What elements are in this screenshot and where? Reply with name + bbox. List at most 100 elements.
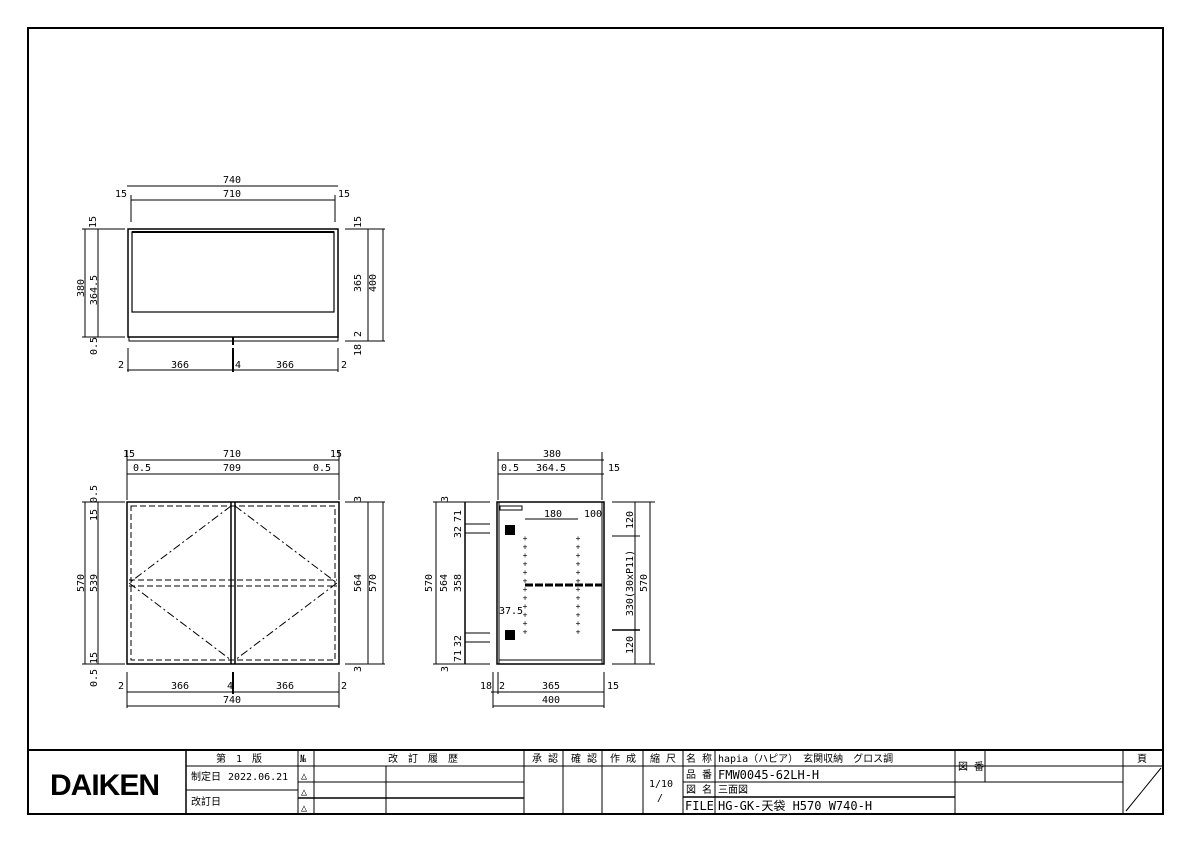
part-label: 品 番 [686,769,712,781]
side-view-dimension: 180 [544,509,562,520]
side-view-dimension: 32 [453,526,464,538]
file-name: HG-GK-天袋 H570 W740-H [718,799,872,813]
product-name: hapia（ハピア） 玄関収納 グロス調 [718,752,893,765]
shelf-pin-hole-icon: + [523,568,528,577]
shelf-pin-hole-icon: + [576,568,581,577]
side-view-dimension: 37.5 [499,606,523,617]
rev-mark-icon: △ [301,787,307,798]
front-view-dimension: 15 [123,449,135,460]
front-view-dimension: 3 [353,666,364,672]
shelf-pin-holes: ++++++++++++++++++++++++ [523,534,581,637]
top-view-dimension: 365 [353,274,364,292]
front-view-dimension: 366 [171,681,189,692]
side-view-dimension: 330(30xP11) [625,550,636,616]
drawing-no-label: 図 番 [958,761,984,773]
top-view-dimension: 364.5 [89,275,100,305]
side-view-dimension: 0.5 [501,463,519,474]
side-view-dimension: 3 [440,496,451,502]
side-view-dimension: 15 [607,681,619,692]
revision-history-header: 改 訂 履 歴 [388,752,458,765]
top-view-dimension: 2 [353,331,364,337]
side-view-dimension: 18 [480,681,492,692]
side-view-dimension: 100 [584,509,602,520]
side-view-dimension: 3 [440,666,451,672]
shelf-pin-hole-icon: + [523,560,528,569]
page-label: 頁 [1137,753,1147,765]
front-view-dimension: 709 [223,463,241,474]
approved-header: 承 認 [532,752,558,765]
top-view-dimension: 18 [353,344,364,356]
shelf-pin-hole-icon: + [523,543,528,552]
front-view-dimension: 539 [89,574,100,592]
front-view [82,450,385,708]
checked-header: 確 認 [571,752,597,765]
title-block [28,749,1163,814]
front-view-dimension: 2 [341,681,347,692]
created-header: 作 成 [610,753,636,765]
shelf-pin-hole-icon: + [576,577,581,586]
shelf-pin-hole-icon: + [576,560,581,569]
established-date: 2022.06.21 [228,772,288,783]
top-view-dimension: 380 [76,279,87,297]
shelf-pin-hole-icon: + [576,628,581,637]
revised-label: 改訂日 [191,795,221,808]
shelf-pin-hole-icon: + [576,551,581,560]
top-view-dimension: 15 [115,189,127,200]
shelf-pin-hole-icon: + [576,534,581,543]
side-view [433,452,655,708]
hinge-icons [505,525,515,640]
shelf-pin-hole-icon: + [576,611,581,620]
side-view-dimension: 564 [439,574,450,592]
side-view-dimension: 120 [625,636,636,654]
side-view-dimension: 570 [424,574,435,592]
shelf-pin-hole-icon: + [523,551,528,560]
top-view-dimension: 2 [341,360,347,371]
top-view-dimension: 366 [276,360,294,371]
side-view-dimension: 71 [453,510,464,522]
top-view-dimension: 740 [223,175,241,186]
top-view-dimension: 15 [338,189,350,200]
file-label: FILE [685,799,714,813]
top-view-dimension: 366 [171,360,189,371]
shelf-pin-hole-icon: + [523,534,528,543]
front-view-dimension: 15 [89,509,100,521]
front-view-dimension: 3 [353,496,364,502]
side-view-dimension: 358 [453,574,464,592]
top-view-dimension: 2 [118,360,124,371]
front-view-dimension: 15 [330,449,342,460]
side-view-dimension: 120 [625,511,636,529]
top-view-dimension: 15 [353,216,364,228]
side-view-dimension: 32 [453,635,464,647]
shelf-pin-hole-icon: + [576,619,581,628]
top-view-dimension: 15 [88,216,99,228]
front-view-dimension: 0.5 [89,485,100,503]
scale-label: 縮 尺 [650,752,676,765]
shelf-pin-hole-icon: + [523,628,528,637]
front-view-dimension: 2 [118,681,124,692]
scale-slash: / [657,793,663,804]
side-view-dimension: 400 [542,695,560,706]
front-view-dimension: 0.5 [133,463,151,474]
name-label: 名 称 [686,752,712,765]
side-view-dimension: 71 [453,650,464,662]
front-view-dimension: 4 [227,681,233,692]
front-view-dimension: 740 [223,695,241,706]
drawing-name: 三面図 [718,784,748,796]
rev-mark-icon: △ [301,771,307,782]
shelf-pin-hole-icon: + [523,619,528,628]
front-view-dimension: 0.5 [313,463,331,474]
front-view-dimension: 0.5 [89,669,100,687]
front-view-dimension: 15 [89,652,100,664]
drawing-name-label: 図 名 [686,783,712,796]
side-view-dimension: 570 [639,574,650,592]
established-label: 制定日 [191,770,221,783]
scale-value: 1/10 [649,779,673,790]
part-number: FMW0045-62LH-H [718,768,819,782]
front-view-dimension: 564 [353,574,364,592]
side-view-dimension: 15 [608,463,620,474]
side-view-dimension: 2 [499,681,505,692]
shelf-pin-hole-icon: + [576,585,581,594]
top-view-dimension: 710 [223,189,241,200]
